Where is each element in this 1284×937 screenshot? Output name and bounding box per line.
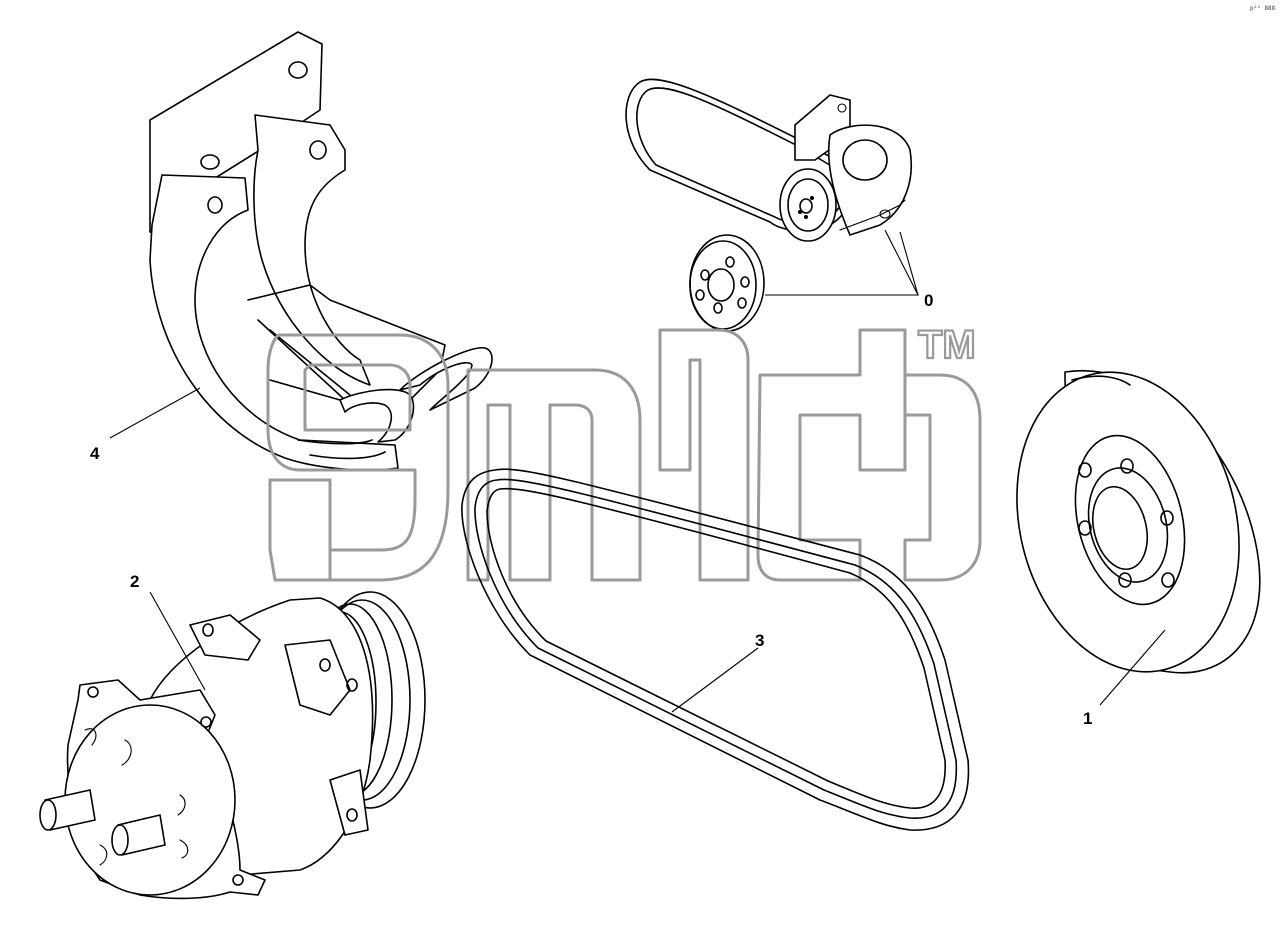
leader-1 <box>1099 629 1166 706</box>
leader-4 <box>109 387 201 439</box>
leader-0 <box>765 229 919 296</box>
callout-2: 2 <box>130 572 139 591</box>
corner-code: p²² 888 <box>1250 5 1276 12</box>
belt-part <box>461 468 970 831</box>
pulley-part <box>1016 369 1261 674</box>
bracket-part <box>149 31 493 471</box>
watermark-tm: TM <box>918 323 976 367</box>
compressor-part <box>39 591 426 900</box>
callout-4: 4 <box>90 444 100 463</box>
watermark-logo: TM <box>266 322 982 582</box>
callout-1: 1 <box>1083 709 1092 728</box>
callout-3: 3 <box>755 631 764 650</box>
leader-3 <box>671 647 759 713</box>
leader-2 <box>149 591 206 691</box>
leader-0b <box>899 231 919 296</box>
assembly-part <box>625 78 912 332</box>
callout-0: 0 <box>924 291 933 310</box>
